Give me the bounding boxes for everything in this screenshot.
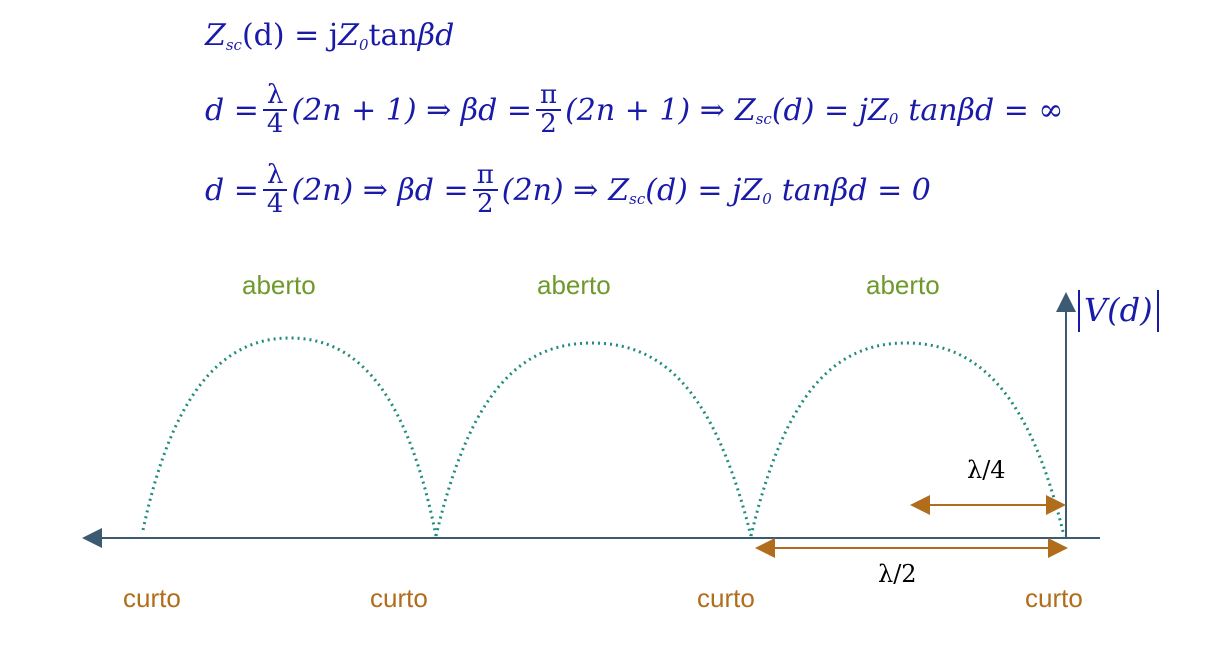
eq3-sub-0: 0 xyxy=(762,190,772,209)
open-label-3: aberto xyxy=(866,270,940,300)
quarter-wave-label: λ/4 xyxy=(967,456,1006,484)
open-label-1: aberto xyxy=(242,270,316,300)
eq2-z: Z xyxy=(734,92,756,128)
eq1-tan: tan xyxy=(368,18,418,53)
eq3-z: Z xyxy=(608,172,630,208)
eq1-beta-d: βd xyxy=(417,18,455,53)
eq1-z0: Z xyxy=(338,18,359,53)
half-wave-label: λ/2 xyxy=(878,560,917,588)
eq2-frac1-num: λ xyxy=(262,81,288,112)
arch-3 xyxy=(749,341,1066,537)
short-label-3: curto xyxy=(697,583,755,613)
eq3-rhs: (d) = jZ xyxy=(645,172,763,208)
eq2-mid1: (2n + 1) ⇒ βd = xyxy=(291,92,532,128)
voltage-axis-label: V(d) xyxy=(1078,290,1159,332)
eq1-sub-0: 0 xyxy=(358,35,369,54)
eq3-frac2-num: π xyxy=(472,161,498,192)
short-label-2: curto xyxy=(370,583,428,613)
eq2-frac2-num: π xyxy=(535,81,562,112)
eq3-mid1: (2n) ⇒ βd = xyxy=(291,172,469,208)
eq2-frac2-den: 2 xyxy=(540,109,557,140)
eq3-tail: tanβd = 0 xyxy=(781,172,931,208)
eq2-rhs: (d) = jZ xyxy=(771,92,889,128)
eq3-sub-sc: sc xyxy=(629,190,646,209)
eq2-frac1-den: 4 xyxy=(266,109,284,140)
arch-2 xyxy=(434,341,753,537)
eq2-mid2: (2n + 1) ⇒ xyxy=(565,92,725,128)
eq2-tail: tanβd = ∞ xyxy=(908,92,1064,128)
eq2-sub-0: 0 xyxy=(888,110,899,129)
eq1-sub-sc: sc xyxy=(225,35,242,54)
eq3-frac2-den: 2 xyxy=(476,189,494,220)
eq3-frac1-den: 4 xyxy=(266,189,284,220)
eq3-frac1-num: λ xyxy=(262,161,288,192)
voltage-axis-text: V(d) xyxy=(1084,291,1153,329)
eq3-mid2: (2n) ⇒ xyxy=(501,172,599,208)
eq2-lhs: d = xyxy=(205,92,259,128)
eq1-z: Z xyxy=(205,18,226,53)
arch-1 xyxy=(141,336,438,537)
short-label-4: curto xyxy=(1025,583,1083,613)
open-label-2: aberto xyxy=(537,270,611,300)
eq1-arg: (d) = j xyxy=(241,18,339,53)
eq2-sub-sc: sc xyxy=(755,110,772,129)
eq3-lhs: d = xyxy=(205,172,259,208)
short-label-1: curto xyxy=(123,583,181,613)
